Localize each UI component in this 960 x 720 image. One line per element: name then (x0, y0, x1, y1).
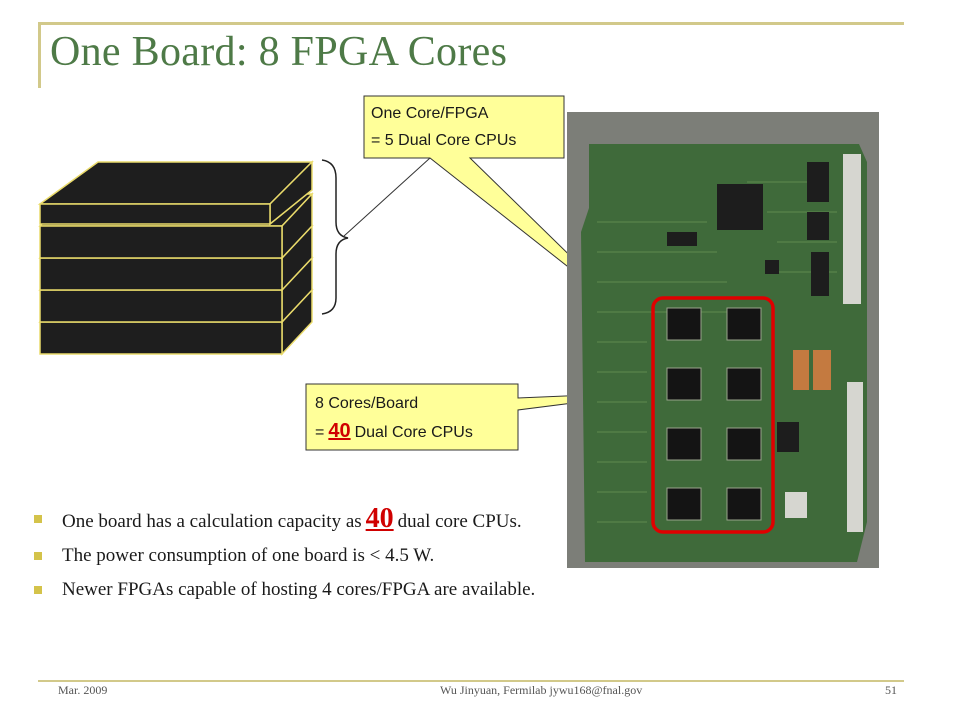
board-graphic (567, 112, 879, 568)
callout-bottom-prefix: = (315, 424, 325, 441)
core-layer-1 (37, 160, 314, 226)
bullet-capacity-suffix: dual core CPUs. (397, 511, 522, 532)
footer-divider (38, 680, 904, 682)
bullet-item-power: The power consumption of one board is < … (26, 543, 566, 568)
bullet-square-icon (34, 552, 42, 560)
callout-bottom-number: 40 (328, 420, 351, 442)
bullet-power-text: The power consumption of one board is < … (62, 545, 435, 566)
title-frame-left (38, 22, 41, 88)
bullet-item-newer-fpgas: Newer FPGAs capable of hosting 4 cores/F… (26, 577, 566, 602)
bullet-capacity-number: 40 (365, 503, 394, 534)
bullet-square-icon (34, 515, 42, 523)
slide-title: One Board: 8 FPGA Cores (50, 29, 508, 75)
bullet-newer-text: Newer FPGAs capable of hosting 4 cores/F… (62, 579, 536, 600)
callout-bottom-suffix: Dual Core CPUs (354, 424, 473, 441)
footer-date: Mar. 2009 (58, 683, 108, 697)
bullet-square-icon (34, 586, 42, 594)
callout-top-line1: One Core/FPGA (371, 105, 489, 122)
title-frame-top (38, 22, 904, 25)
bullet-capacity-prefix: One board has a calculation capacity as (62, 511, 362, 532)
fpga-board-photo (567, 112, 879, 568)
brace (321, 159, 349, 315)
callout-top-line2: = 5 Dual Core CPUs (371, 132, 517, 149)
fpga-core-outline (651, 296, 775, 534)
footer-author: Wu Jinyuan, Fermilab jywu168@fnal.gov (440, 683, 643, 697)
callout-bottom-line1: 8 Cores/Board (315, 395, 419, 412)
footer-page-number: 51 (885, 683, 897, 697)
